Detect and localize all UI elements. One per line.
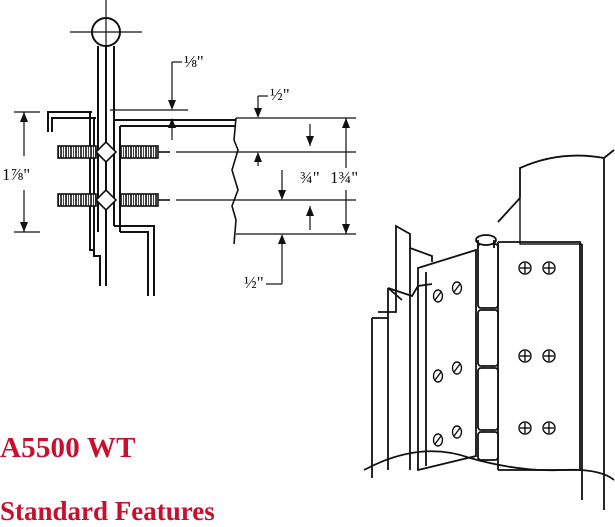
screw-upper [57,140,170,164]
screw-head-icon [542,261,556,275]
screw-head-icon [542,421,556,435]
dim-label-half-bottom: ½" [244,273,264,292]
dim-label-one-three-quarter: 1¾" [330,168,359,187]
dim-label-half-top: ½" [270,85,290,104]
screw-head-icon [451,281,463,295]
screw-lower [57,188,170,212]
screw-head-icon [542,349,556,363]
screw-head-icon [432,289,444,303]
dimension-lines [14,61,356,285]
section-heading: Standard Features [0,496,215,526]
screw-head-icon [432,369,444,383]
continuous-hinge-perspective-icon [363,149,615,510]
dim-label-three-quarter: ¾" [300,168,320,187]
screw-heads [432,261,556,447]
screw-head-icon [518,421,532,435]
screw-head-icon [432,433,444,447]
screw-head-icon [451,361,463,375]
dim-label-eighth: ⅛" [184,52,204,71]
screw-head-icon [518,261,532,275]
product-title: A5500 WT [0,432,136,464]
screw-head-icon [518,349,532,363]
screw-head-icon [451,425,463,439]
dim-label-overall: 1⅞" [2,165,31,184]
